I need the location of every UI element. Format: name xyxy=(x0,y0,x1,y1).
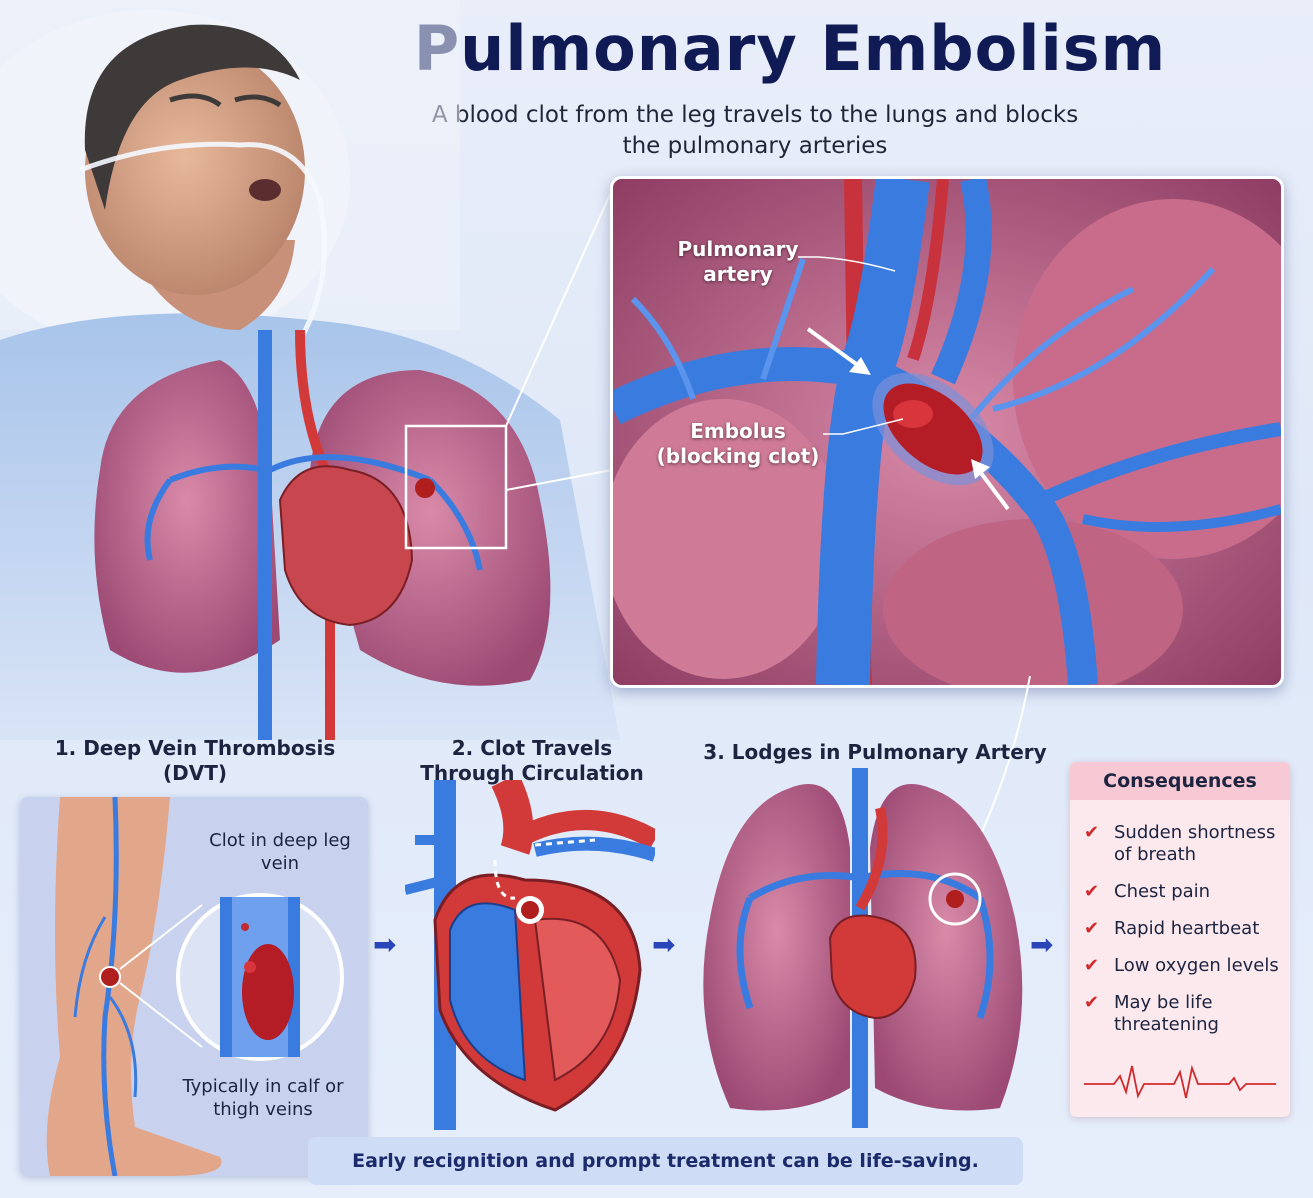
patient-illustration xyxy=(0,0,620,740)
check-icon: ✔ xyxy=(1084,918,1100,939)
dvt-panel: Clot in deep leg vein Typically in calf … xyxy=(20,797,368,1176)
consequence-text: Chest pain xyxy=(1114,881,1211,902)
heart-illustration xyxy=(405,780,655,1130)
step-1-title: 1. Deep Vein Thrombosis (DVT) xyxy=(54,736,336,785)
zoom-panel-pulmonary-artery: Pulmonary artery Embolus (blocking clot) xyxy=(610,176,1284,688)
consequence-item: ✔ Low oxygen levels xyxy=(1084,955,1279,977)
consequences-heading: Consequences xyxy=(1070,762,1290,800)
ecg-line-icon xyxy=(1084,1064,1276,1099)
arrow-right-icon: ➡ xyxy=(373,928,397,961)
embolus-label: Embolus (blocking clot) xyxy=(653,419,823,469)
check-icon: ✔ xyxy=(1084,992,1100,1013)
arrow-right-icon: ➡ xyxy=(1030,928,1054,961)
page-title: Pulmonary Embolism xyxy=(413,12,1167,85)
consequences-box: Consequences ✔ Sudden shortness of breath… xyxy=(1070,762,1290,1117)
lungs-illustration xyxy=(703,768,1023,1128)
embolus-label-title: Embolus xyxy=(690,419,786,443)
step-3-title: 3. Lodges in Pulmonary Artery xyxy=(703,740,1047,764)
consequence-item: ✔ Sudden shortness of breath xyxy=(1084,822,1279,866)
pulmonary-artery-label: Pulmonary artery xyxy=(677,237,799,286)
consequence-text: May be life threatening xyxy=(1114,992,1219,1035)
consequence-item: ✔ May be life threatening xyxy=(1084,992,1279,1036)
page-subtitle: A blood clot from the leg travels to the… xyxy=(431,102,1079,159)
arrow-right-icon: ➡ xyxy=(652,928,676,961)
check-icon: ✔ xyxy=(1084,822,1100,843)
consequence-text: Rapid heartbeat xyxy=(1114,918,1260,939)
footer-message: Early recignition and prompt treatment c… xyxy=(308,1137,1023,1185)
check-icon: ✔ xyxy=(1084,881,1100,902)
step-2-title: 2. Clot Travels Through Circulation xyxy=(420,736,644,785)
consequence-text: Low oxygen levels xyxy=(1114,955,1279,976)
check-icon: ✔ xyxy=(1084,955,1100,976)
dvt-location-label: Typically in calf or thigh veins xyxy=(182,1076,344,1120)
embolus-label-sub: (blocking clot) xyxy=(656,444,820,468)
dvt-clot-label: Clot in deep leg vein xyxy=(209,830,351,874)
consequence-item: ✔ Rapid heartbeat xyxy=(1084,918,1279,940)
consequence-item: ✔ Chest pain xyxy=(1084,881,1279,903)
consequence-text: Sudden shortness of breath xyxy=(1114,822,1276,865)
